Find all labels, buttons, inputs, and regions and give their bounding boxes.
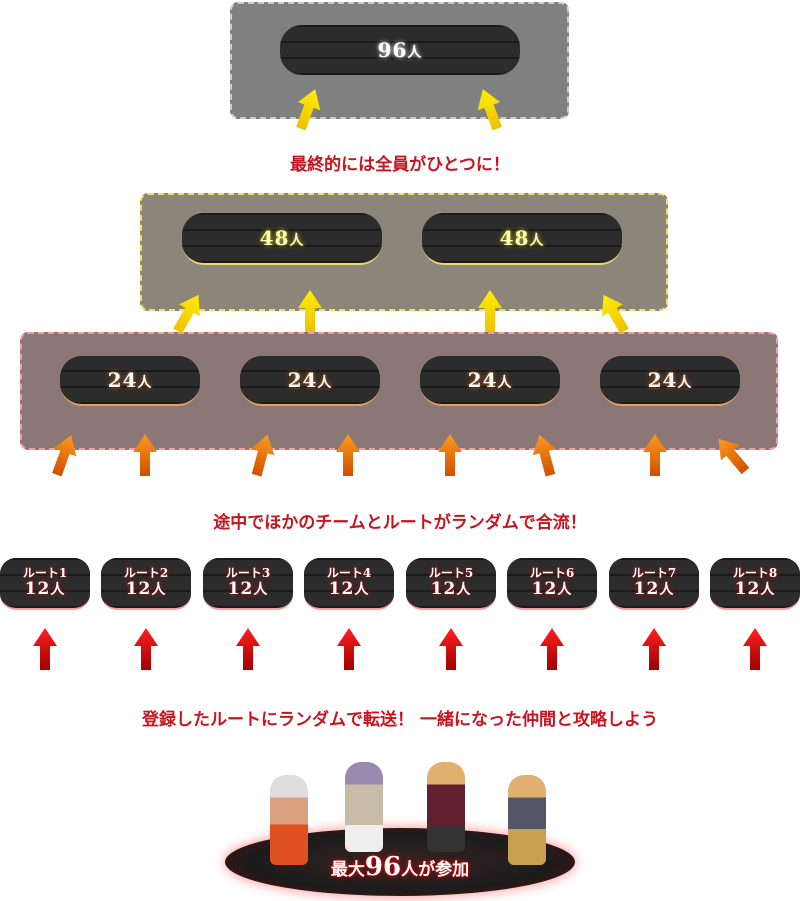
count: 96 [377, 38, 408, 62]
up-arrow-icon [438, 434, 462, 476]
unit: 人 [137, 375, 153, 391]
up-arrow-icon [439, 628, 463, 670]
unit: 人 [497, 375, 513, 391]
route-count: 12人 [431, 580, 472, 599]
up-arrow-icon [532, 434, 556, 477]
final-group-pill: 96人 [280, 25, 520, 75]
caption-transfer: 登録したルートにランダムで転送！ 一緒になった仲間と攻略しよう [142, 710, 658, 730]
up-arrow-icon [642, 628, 666, 670]
up-arrow-icon [298, 290, 322, 332]
caption-merge: 途中でほかのチームとルートがランダムで合流！ [213, 513, 587, 533]
unit: 人 [659, 582, 675, 599]
route-label: ルート3 [225, 566, 271, 581]
group48-pill: 48人 [422, 213, 622, 265]
footer-label: 最大96人が参加 [225, 852, 575, 882]
unit: 人 [317, 375, 333, 391]
up-arrow-icon [478, 290, 502, 332]
unit: 人 [677, 375, 693, 391]
unit: 人 [354, 582, 370, 599]
up-arrow-icon [52, 435, 77, 477]
unit: 人 [50, 582, 66, 599]
route-count: 12人 [228, 580, 269, 599]
up-arrow-icon [134, 628, 158, 670]
up-arrow-icon [33, 628, 57, 670]
up-arrow-icon [540, 628, 564, 670]
footer-prefix: 最大 [330, 860, 365, 880]
character-sprite [270, 775, 308, 865]
route-count: 12人 [126, 580, 167, 599]
character-sprite [427, 762, 465, 852]
unit: 人 [456, 582, 472, 599]
route-count: 12人 [532, 580, 573, 599]
unit: 人 [557, 582, 573, 599]
route-label: ルート4 [326, 566, 372, 581]
route-label: ルート1 [22, 566, 68, 581]
caption-final: 最終的には全員がひとつに！ [290, 155, 510, 175]
up-arrow-icon [236, 628, 260, 670]
count: 24 [647, 368, 678, 392]
unit: 人 [289, 233, 305, 249]
count: 48 [259, 226, 290, 250]
up-arrow-icon [643, 434, 667, 476]
up-arrow-icon [477, 89, 502, 131]
group48-pill: 48人 [182, 213, 382, 265]
count: 24 [287, 368, 318, 392]
character-sprite [345, 762, 383, 852]
unit: 人 [760, 582, 776, 599]
route-count: 12人 [634, 580, 675, 599]
group24-pill: 24人 [420, 356, 560, 406]
footer-suffix: 人が参加 [401, 860, 470, 880]
count: 48 [499, 226, 530, 250]
up-arrow-icon [336, 434, 360, 476]
group24-pill: 24人 [60, 356, 200, 406]
route-label: ルート2 [123, 566, 169, 581]
count: 12 [227, 579, 254, 600]
route-count: 12人 [735, 580, 776, 599]
count: 12 [633, 579, 660, 600]
unit: 人 [529, 233, 545, 249]
character-sprite [508, 775, 546, 865]
count: 24 [467, 368, 498, 392]
route-label: ルート6 [529, 566, 575, 581]
count: 12 [125, 579, 152, 600]
unit: 人 [253, 582, 269, 599]
up-arrow-icon [251, 434, 275, 477]
route-count: 12人 [25, 580, 66, 599]
up-arrow-icon [296, 89, 321, 131]
count: 24 [107, 368, 138, 392]
count: 12 [430, 579, 457, 600]
count: 12 [531, 579, 558, 600]
up-arrow-icon [718, 438, 750, 475]
count: 12 [734, 579, 761, 600]
up-arrow-icon [602, 294, 629, 334]
route-label: ルート8 [732, 566, 778, 581]
count: 12 [328, 579, 355, 600]
route-label: ルート7 [631, 566, 677, 581]
up-arrow-icon [133, 434, 157, 476]
unit: 人 [151, 582, 167, 599]
footer-count: 96 [364, 852, 402, 882]
route-label: ルート5 [428, 566, 474, 581]
unit: 人 [407, 45, 423, 61]
up-arrow-icon [173, 294, 200, 334]
group24-pill: 24人 [600, 356, 740, 406]
up-arrow-icon [337, 628, 361, 670]
group24-pill: 24人 [240, 356, 380, 406]
route-count: 12人 [329, 580, 370, 599]
up-arrow-icon [743, 628, 767, 670]
count: 12 [24, 579, 51, 600]
